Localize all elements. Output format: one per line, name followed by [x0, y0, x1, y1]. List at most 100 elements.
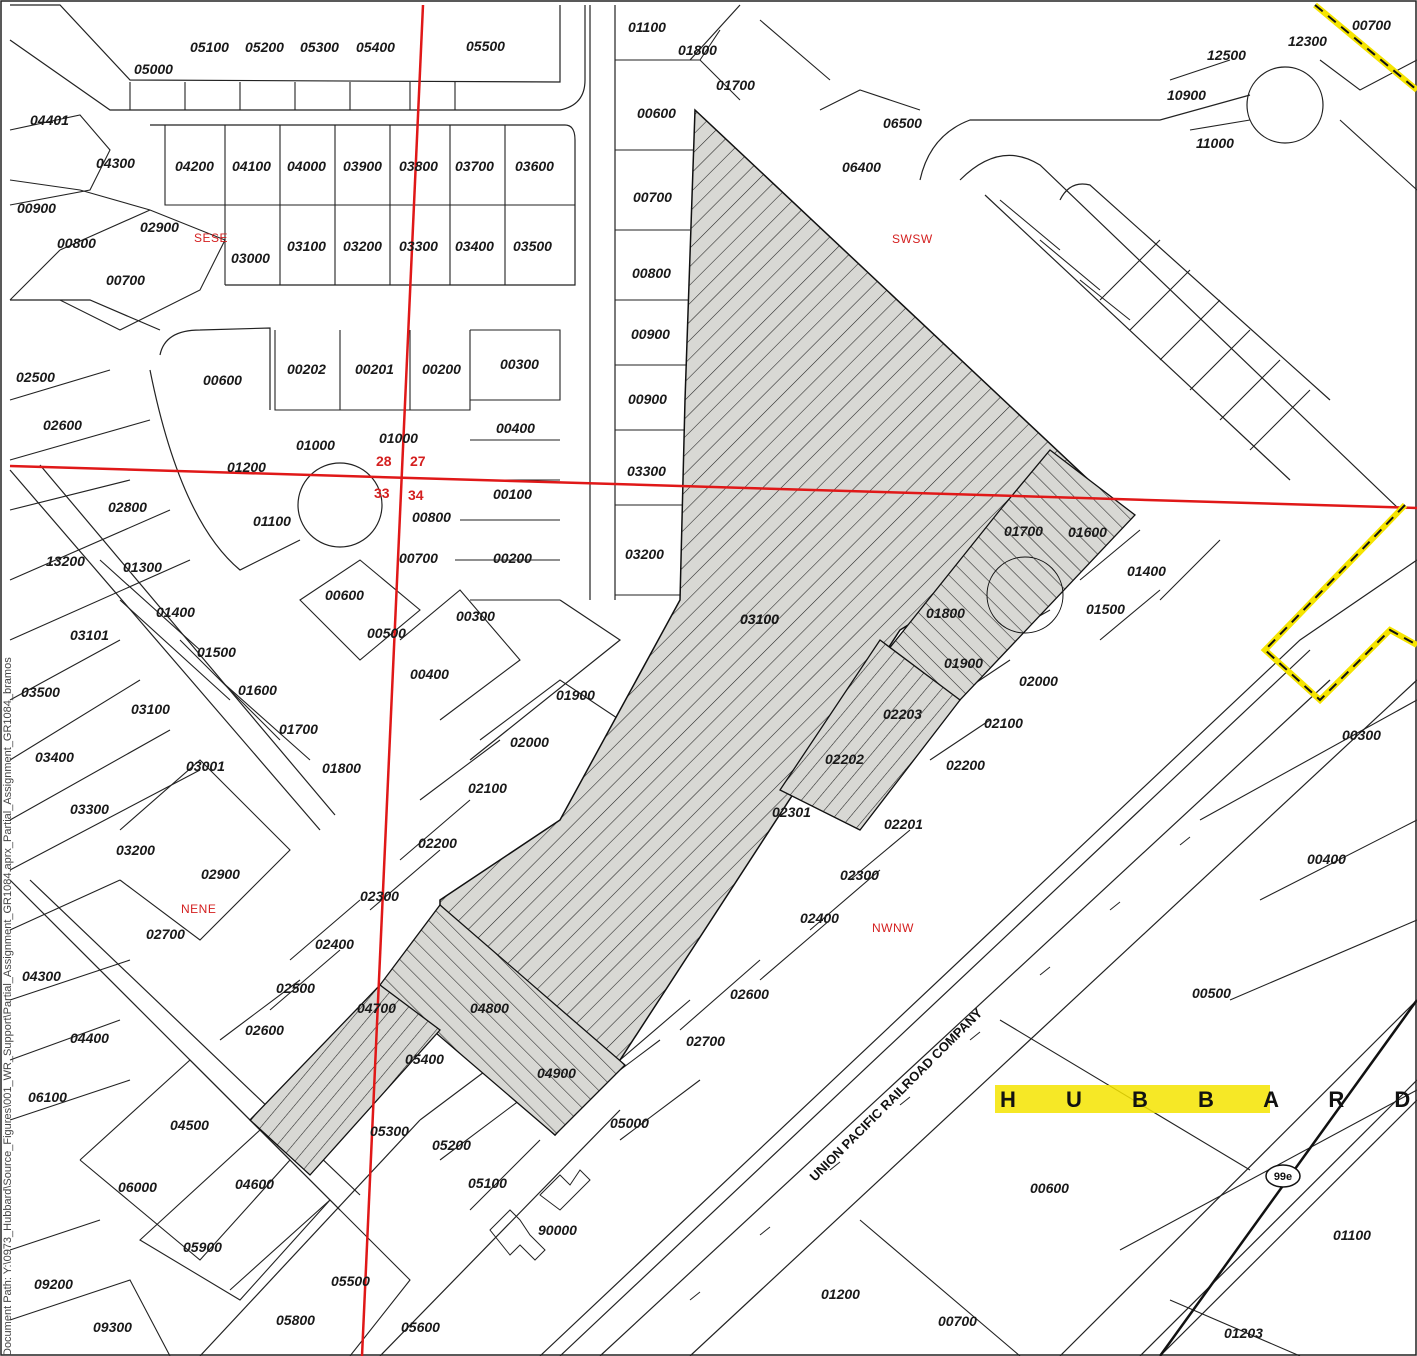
parcel-label: 01200: [227, 459, 266, 475]
section-line-horizontal: [9, 464, 1417, 510]
section-number-34: 34: [408, 487, 424, 503]
quarter-label-nene: NENE: [181, 902, 216, 916]
parcel-label: 00300: [456, 608, 495, 624]
parcel-label: 00100: [493, 486, 532, 502]
parcel-label: 02600: [245, 1022, 284, 1038]
parcel-label: 04401: [30, 112, 69, 128]
parcel-label: 00800: [632, 265, 671, 281]
parcel-label: 02800: [108, 499, 147, 515]
parcel-label: 00800: [57, 235, 96, 251]
parcel-label: 01203: [1224, 1325, 1263, 1341]
parcel-label: 04400: [70, 1030, 109, 1046]
parcel-label: 06400: [842, 159, 881, 175]
quarter-label-sese: SESE: [194, 231, 228, 245]
parcel-label: 05000: [610, 1115, 649, 1131]
parcel-label: 05400: [356, 39, 395, 55]
parcel-label: 00600: [1030, 1180, 1069, 1196]
city-boundary: [1158, 2, 1417, 1356]
parcel-label: 02000: [1019, 673, 1058, 689]
parcel-label: 04800: [470, 1000, 509, 1016]
parcel-label: 05100: [468, 1175, 507, 1191]
parcel-label: 00900: [17, 200, 56, 216]
parcel-label: 05300: [370, 1123, 409, 1139]
parcel-label: 02500: [16, 369, 55, 385]
parcel-label: 05300: [300, 39, 339, 55]
parcel-label: 01200: [821, 1286, 860, 1302]
parcel-label: 05500: [331, 1273, 370, 1289]
quarter-label-swsw: SWSW: [892, 232, 933, 246]
parcel-label: 02300: [840, 867, 879, 883]
parcel-label: 01000: [296, 437, 335, 453]
section-lines: [9, 4, 1417, 1356]
parcel-label: 13200: [46, 553, 85, 569]
parcel-label: 00600: [637, 105, 676, 121]
parcel-label: 00300: [1342, 727, 1381, 743]
building-footprints: [489, 1169, 591, 1261]
parcel-label: 02900: [201, 866, 240, 882]
parcel-label: 03400: [455, 238, 494, 254]
parcel-label: 03700: [455, 158, 494, 174]
parcel-label: 02301: [772, 804, 811, 820]
hatched-parcel-area: [249, 108, 1136, 1176]
parcel-label: 03200: [116, 842, 155, 858]
parcel-label: 00201: [355, 361, 394, 377]
parcel-label: 03600: [515, 158, 554, 174]
lot-lines: [9, 19, 1417, 1356]
parcel-label: 02100: [984, 715, 1023, 731]
parcel-label: 02100: [468, 780, 507, 796]
parcel-label: 02300: [360, 888, 399, 904]
parcel-label: 03100: [740, 611, 779, 627]
parcel-label: 12500: [1207, 47, 1246, 63]
parcel-label: 03200: [343, 238, 382, 254]
parcel-label: 03300: [627, 463, 666, 479]
parcel-label: 00600: [325, 587, 364, 603]
parcel-label: 03001: [186, 758, 225, 774]
parcel-label: 02200: [418, 835, 457, 851]
parcel-label: 00700: [633, 189, 672, 205]
parcel-label: 00600: [203, 372, 242, 388]
parcel-label: 06100: [28, 1089, 67, 1105]
parcel-label: 04900: [537, 1065, 576, 1081]
parcel-label: 01100: [628, 19, 666, 35]
parcel-label: 00300: [500, 356, 539, 372]
parcel-label: 03000: [231, 250, 270, 266]
parcel-label: 04200: [175, 158, 214, 174]
parcel-label: 03100: [131, 701, 170, 717]
parcel-label: 02200: [946, 757, 985, 773]
railroad-ticks: [689, 836, 1191, 1301]
parcel-label: 00700: [106, 272, 145, 288]
parcel-label: 02500: [276, 980, 315, 996]
parcel-label: 01900: [944, 655, 983, 671]
parcel-label: 02202: [825, 751, 864, 767]
parcel-label: 02000: [510, 734, 549, 750]
parcel-label: 01700: [716, 77, 755, 93]
parcel-label: 01300: [123, 559, 162, 575]
section-number-28: 28: [376, 453, 392, 469]
parcel-label: 09300: [93, 1319, 132, 1335]
parcel-label: 00900: [628, 391, 667, 407]
parcel-label: 00400: [410, 666, 449, 682]
parcel-label: 02203: [883, 706, 922, 722]
parcel-label: 01800: [678, 42, 717, 58]
parcel-label: 01600: [238, 682, 277, 698]
parcel-label: 01700: [279, 721, 318, 737]
parcel-label: 04700: [357, 1000, 396, 1016]
parcel-label: 02900: [140, 219, 179, 235]
parcel-label: 12300: [1288, 33, 1327, 49]
parcel-label: 01500: [1086, 601, 1125, 617]
parcel-label: 11000: [1196, 135, 1234, 151]
parcel-label: 05000: [134, 61, 173, 77]
parcel-label: 05800: [276, 1312, 315, 1328]
city-label-highlight: [995, 1085, 1270, 1113]
parcel-label: 05500: [466, 38, 505, 54]
section-number-27: 27: [410, 453, 426, 469]
parcel-label: 04000: [287, 158, 326, 174]
parcel-label: 02700: [146, 926, 185, 942]
parcel-label: 02201: [884, 816, 923, 832]
parcel-label: 01100: [253, 513, 291, 529]
parcel-label: 04300: [22, 968, 61, 984]
parcel-label: 03400: [35, 749, 74, 765]
highway-shield-label: 99e: [1274, 1171, 1292, 1183]
